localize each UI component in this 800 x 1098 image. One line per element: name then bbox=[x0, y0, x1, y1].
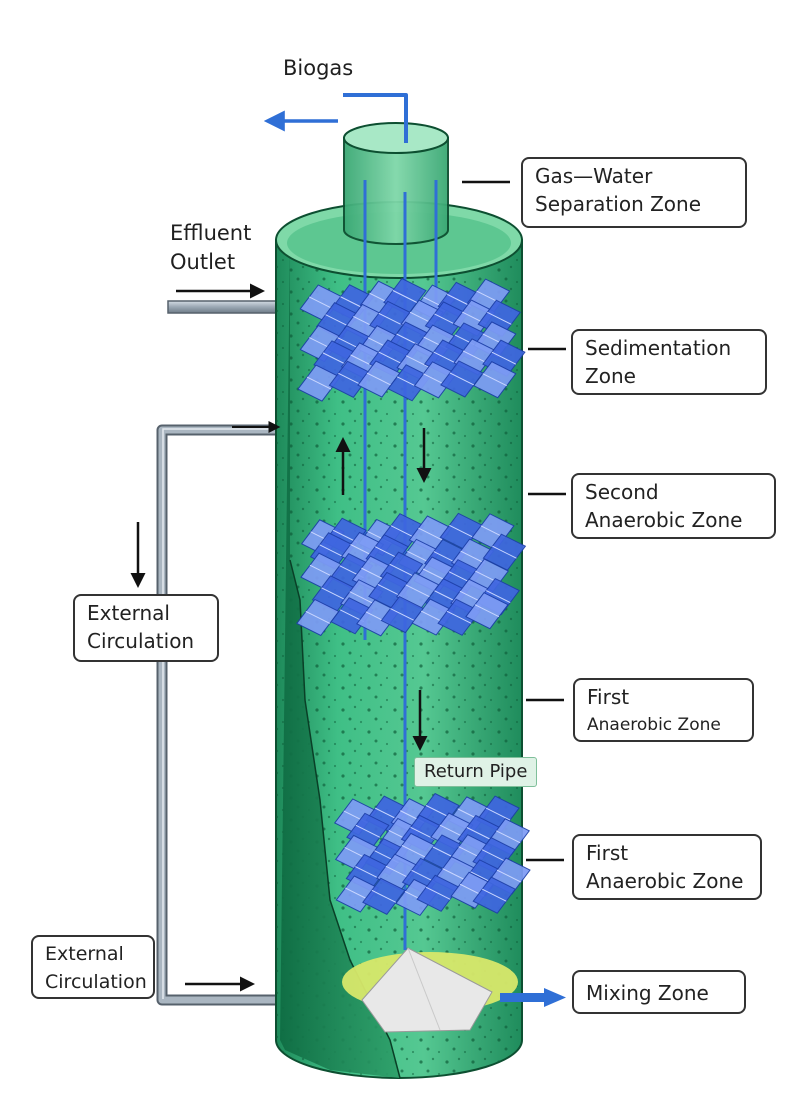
packing-media-middle bbox=[296, 512, 527, 637]
effluent-outlet-label-line1: Effluent bbox=[170, 221, 252, 245]
first-anaerobic-zone-box-upper: First Anaerobic Zone bbox=[573, 678, 754, 742]
packing-plate-edge bbox=[481, 849, 507, 863]
effluent-outlet-pipe bbox=[167, 300, 289, 314]
packing-plate-edge bbox=[425, 886, 451, 900]
packing-plate-edge bbox=[491, 351, 517, 365]
packing-plate-edge bbox=[449, 372, 475, 386]
packing-plate-edge bbox=[405, 355, 431, 369]
packing-plate-edge bbox=[378, 312, 404, 326]
first-anaerobic-zone-lower-line1: First bbox=[586, 841, 629, 865]
packing-plate-edge bbox=[322, 352, 348, 366]
sedimentation-zone-box: Sedimentation Zone bbox=[571, 329, 767, 395]
packing-plate-edge bbox=[485, 807, 511, 821]
packing-media-bottom bbox=[333, 792, 531, 917]
second-anaerobic-zone-line1: Second bbox=[585, 480, 659, 504]
packing-plate-edge bbox=[449, 524, 474, 538]
packing-plate-edge bbox=[338, 372, 363, 386]
external-circulation-bottom-line1: External bbox=[45, 943, 124, 965]
external-circulation-box-bottom: External Circulation bbox=[31, 935, 155, 999]
packing-plate-edge bbox=[482, 373, 507, 387]
packing-plate-edge bbox=[355, 824, 381, 838]
packing-plate-edge bbox=[361, 567, 386, 581]
packing-plate-edge bbox=[439, 824, 465, 838]
effluent-outlet-label: Effluent Outlet bbox=[170, 219, 251, 277]
first-anaerobic-zone-lower-line2: Anaerobic Zone bbox=[586, 869, 744, 893]
packing-plate-edge bbox=[425, 805, 451, 818]
external-circulation-bottom-line2: Circulation bbox=[45, 971, 147, 993]
first-anaerobic-zone-box-lower: First Anaerobic Zone bbox=[572, 834, 762, 900]
packing-plate-edge bbox=[321, 587, 346, 601]
gas-water-separation-line1: Gas—Water bbox=[535, 164, 653, 188]
external-circulation-pipe bbox=[156, 424, 283, 1006]
packing-plate-edge bbox=[319, 544, 344, 558]
gas-water-separation-zone-box: Gas—Water Separation Zone bbox=[521, 157, 747, 228]
leader-lines bbox=[462, 180, 566, 862]
packing-plate-edge bbox=[466, 827, 492, 840]
packing-plate-edge bbox=[355, 866, 380, 879]
packing-plate-edge bbox=[418, 527, 443, 541]
packing-plate-edge bbox=[305, 611, 331, 624]
gas-water-separation-line2: Separation Zone bbox=[535, 192, 702, 216]
packing-plate-edge bbox=[371, 889, 397, 903]
mixing-zone-box: Mixing Zone bbox=[572, 970, 746, 1014]
sedimentation-zone-line2: Zone bbox=[585, 364, 636, 388]
packing-plate-edge bbox=[349, 591, 374, 605]
packing-plate-edge bbox=[306, 376, 332, 390]
effluent-outlet-label-line2: Outlet bbox=[170, 250, 236, 274]
mixing-zone-sludge bbox=[342, 947, 518, 1033]
external-circulation-top-line1: External bbox=[87, 601, 170, 625]
external-circulation-box-top: External Circulation bbox=[73, 594, 219, 662]
packing-plate-edge bbox=[385, 865, 411, 879]
packing-plate-edge bbox=[447, 293, 472, 307]
packing-plate-edge bbox=[392, 290, 418, 303]
packing-plate-edge bbox=[401, 844, 427, 858]
second-anaerobic-zone-line2: Anaerobic Zone bbox=[585, 508, 743, 532]
packing-plate-edge bbox=[492, 545, 517, 559]
packing-plate-edge bbox=[433, 351, 458, 365]
packing-plate-edge bbox=[309, 564, 335, 578]
packing-plate-edge bbox=[482, 888, 507, 902]
biogas-pipe bbox=[263, 93, 408, 143]
first-anaerobic-zone-upper-line1: First bbox=[587, 685, 630, 709]
second-anaerobic-zone-box: Second Anaerobic Zone bbox=[571, 473, 776, 539]
packing-plate-edge bbox=[487, 311, 512, 325]
packing-media-top bbox=[297, 277, 526, 402]
packing-plate-edge bbox=[378, 351, 403, 365]
external-flow-arrows bbox=[130, 283, 281, 992]
packing-plate-edge bbox=[308, 296, 334, 310]
biogas-label: Biogas bbox=[283, 56, 354, 80]
external-circulation-top-line2: Circulation bbox=[87, 629, 195, 653]
mixing-zone-outlet bbox=[500, 988, 566, 1007]
packing-plate-edge bbox=[496, 869, 522, 883]
packing-plate-edge bbox=[460, 550, 485, 564]
packing-plate-edge bbox=[446, 610, 472, 624]
return-pipe-label: Return Pipe bbox=[414, 757, 538, 787]
packing-plate-edge bbox=[496, 830, 521, 844]
sedimentation-zone-line1: Sedimentation bbox=[585, 336, 732, 360]
packing-plate-edge bbox=[345, 887, 370, 901]
packing-plate-edge bbox=[366, 372, 392, 386]
packing-plate-edge bbox=[462, 350, 488, 364]
packing-plate-edge bbox=[390, 525, 416, 539]
packing-plate-edge bbox=[325, 314, 350, 328]
packing-plate-edge bbox=[442, 868, 467, 882]
gas-water-separator bbox=[343, 122, 449, 245]
first-anaerobic-zone-upper-line2: Anaerobic Zone bbox=[587, 715, 721, 735]
packing-plate-edge bbox=[390, 608, 415, 622]
packing-plate-edge bbox=[486, 590, 511, 604]
packing-plate-edge bbox=[474, 604, 500, 618]
internal-flow-arrows bbox=[335, 428, 432, 751]
packing-plate-edge bbox=[405, 584, 430, 598]
packing-plate-edge bbox=[389, 563, 414, 577]
